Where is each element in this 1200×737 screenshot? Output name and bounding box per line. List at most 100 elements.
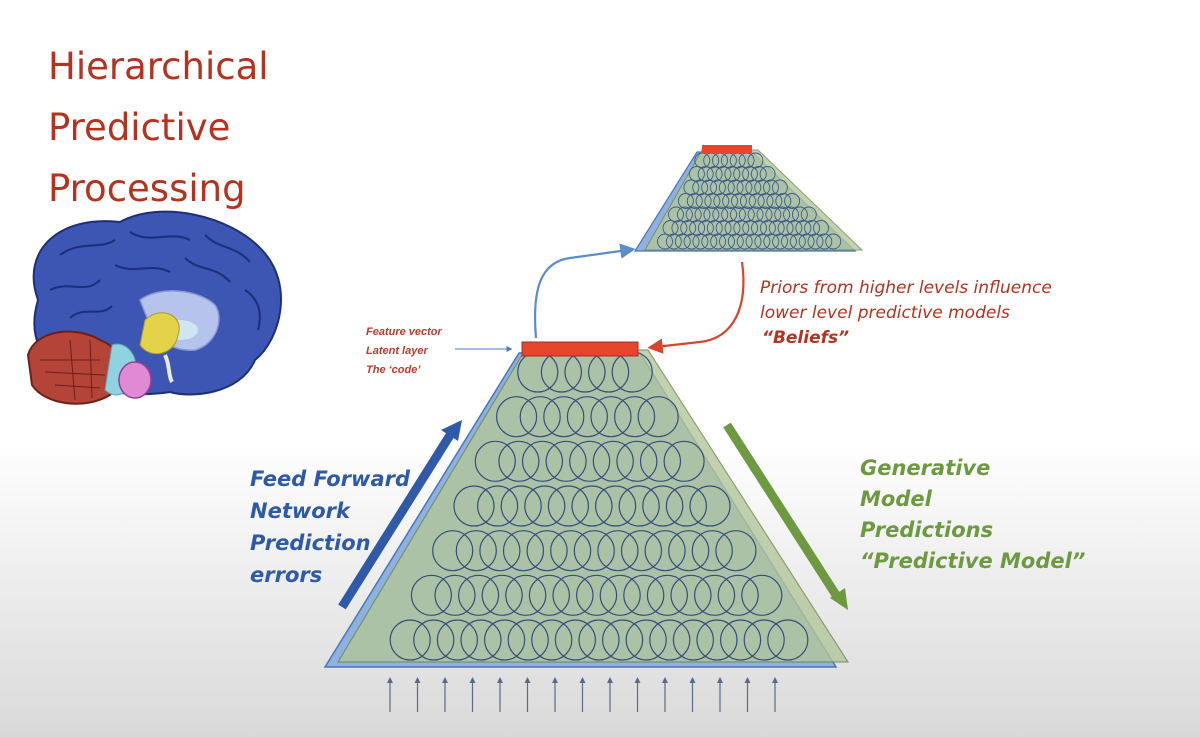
unit-circle [730, 206, 746, 223]
unit-circle [721, 206, 738, 223]
unit-circle [528, 574, 571, 616]
unit-circle [413, 619, 455, 661]
unit-circle [745, 179, 762, 196]
page-title: Hierarchical Predictive Processing [48, 45, 269, 210]
unit-circle [791, 206, 808, 223]
unit-circle [620, 530, 663, 572]
unit-circle [484, 619, 526, 661]
unit-circle [715, 166, 732, 182]
unit-circle [733, 166, 750, 182]
unit-circle [795, 220, 812, 236]
unit-circle [798, 233, 815, 250]
unit-circle [676, 206, 693, 223]
unit-circle [743, 619, 785, 661]
unit-circle [706, 166, 723, 182]
unit-circle [748, 193, 765, 209]
unit-circle [677, 193, 694, 209]
unit-circle [701, 233, 718, 250]
unit-circle [765, 206, 782, 223]
unit-circle [800, 206, 817, 223]
unit-circle [731, 193, 747, 209]
unit-circle [671, 220, 688, 236]
unit-circle [668, 530, 710, 572]
generative-arrow-shaft [723, 422, 840, 598]
unit-circle [432, 530, 474, 572]
unit-circle [745, 233, 762, 250]
unit-circle [521, 440, 564, 482]
unit-circle [680, 220, 697, 236]
unit-circle [703, 206, 720, 223]
unit-circle [601, 619, 644, 661]
unit-circle [590, 396, 632, 438]
unit-circle [715, 530, 757, 572]
unit-circle [550, 530, 592, 572]
unit-circle [477, 485, 519, 527]
generative-arrow-head [830, 588, 848, 610]
unit-circle [434, 574, 476, 616]
unit-circle [692, 233, 709, 250]
unit-circle [741, 574, 783, 616]
unit-circle [701, 179, 718, 196]
unit-circle [825, 233, 842, 250]
unit-circle [505, 574, 547, 616]
unit-circle [524, 485, 566, 527]
unit-circle [599, 574, 641, 616]
unit-circle [777, 220, 794, 236]
unit-circle [552, 574, 594, 616]
brain-illustration [26, 210, 282, 405]
unit-circle [736, 179, 753, 196]
unit-circle [768, 220, 785, 236]
ff-line-1: Feed Forward [250, 467, 411, 491]
gen-line-2: Model [860, 487, 932, 511]
unit-circle [767, 619, 809, 661]
feature-line-3: The ‘code’ [366, 364, 421, 376]
unit-circle [718, 179, 735, 196]
unit-circle [455, 530, 497, 572]
unit-circle [697, 220, 714, 236]
unit-circle [566, 396, 609, 438]
unit-circle [738, 206, 755, 223]
unit-circle [717, 574, 759, 616]
unit-circle [547, 485, 590, 527]
unit-circle [618, 485, 660, 527]
unit-circle [736, 233, 753, 250]
unit-circle [662, 220, 679, 236]
unit-circle [410, 574, 452, 616]
gen-line-3: Predictions [860, 518, 994, 542]
unit-circle [495, 396, 538, 438]
unit-circle [685, 206, 702, 223]
unit-circle [578, 619, 620, 661]
unit-circle [759, 220, 776, 236]
unit-circle [780, 233, 797, 250]
unit-circle [706, 220, 723, 236]
lower-level-pyramid [323, 341, 850, 668]
unit-circle [639, 440, 682, 482]
unit-circle [710, 233, 727, 250]
unit-circle [695, 193, 712, 209]
unit-circle [597, 530, 639, 572]
unit-circle [689, 485, 731, 527]
unit-circle [670, 574, 712, 616]
unit-circle [766, 193, 783, 209]
unit-circle [775, 193, 792, 209]
unit-circle [458, 574, 500, 616]
unit-circle [665, 485, 708, 527]
unit-circle [772, 233, 789, 250]
unit-circle [637, 396, 679, 438]
unit-circle [719, 233, 735, 250]
unit-circle [543, 396, 585, 438]
unit-circle [756, 206, 773, 223]
unit-circle [771, 179, 788, 196]
unit-circle [613, 396, 656, 438]
unit-circle [751, 220, 767, 236]
unit-circle [500, 485, 542, 527]
unit-circle [807, 233, 824, 250]
unit-circle [692, 179, 709, 196]
unit-circle [616, 440, 658, 482]
unit-circle [686, 193, 703, 209]
unit-circle [665, 233, 682, 250]
unit-circle [697, 166, 714, 182]
unit-circle [571, 485, 613, 527]
unit-circle [694, 206, 711, 223]
